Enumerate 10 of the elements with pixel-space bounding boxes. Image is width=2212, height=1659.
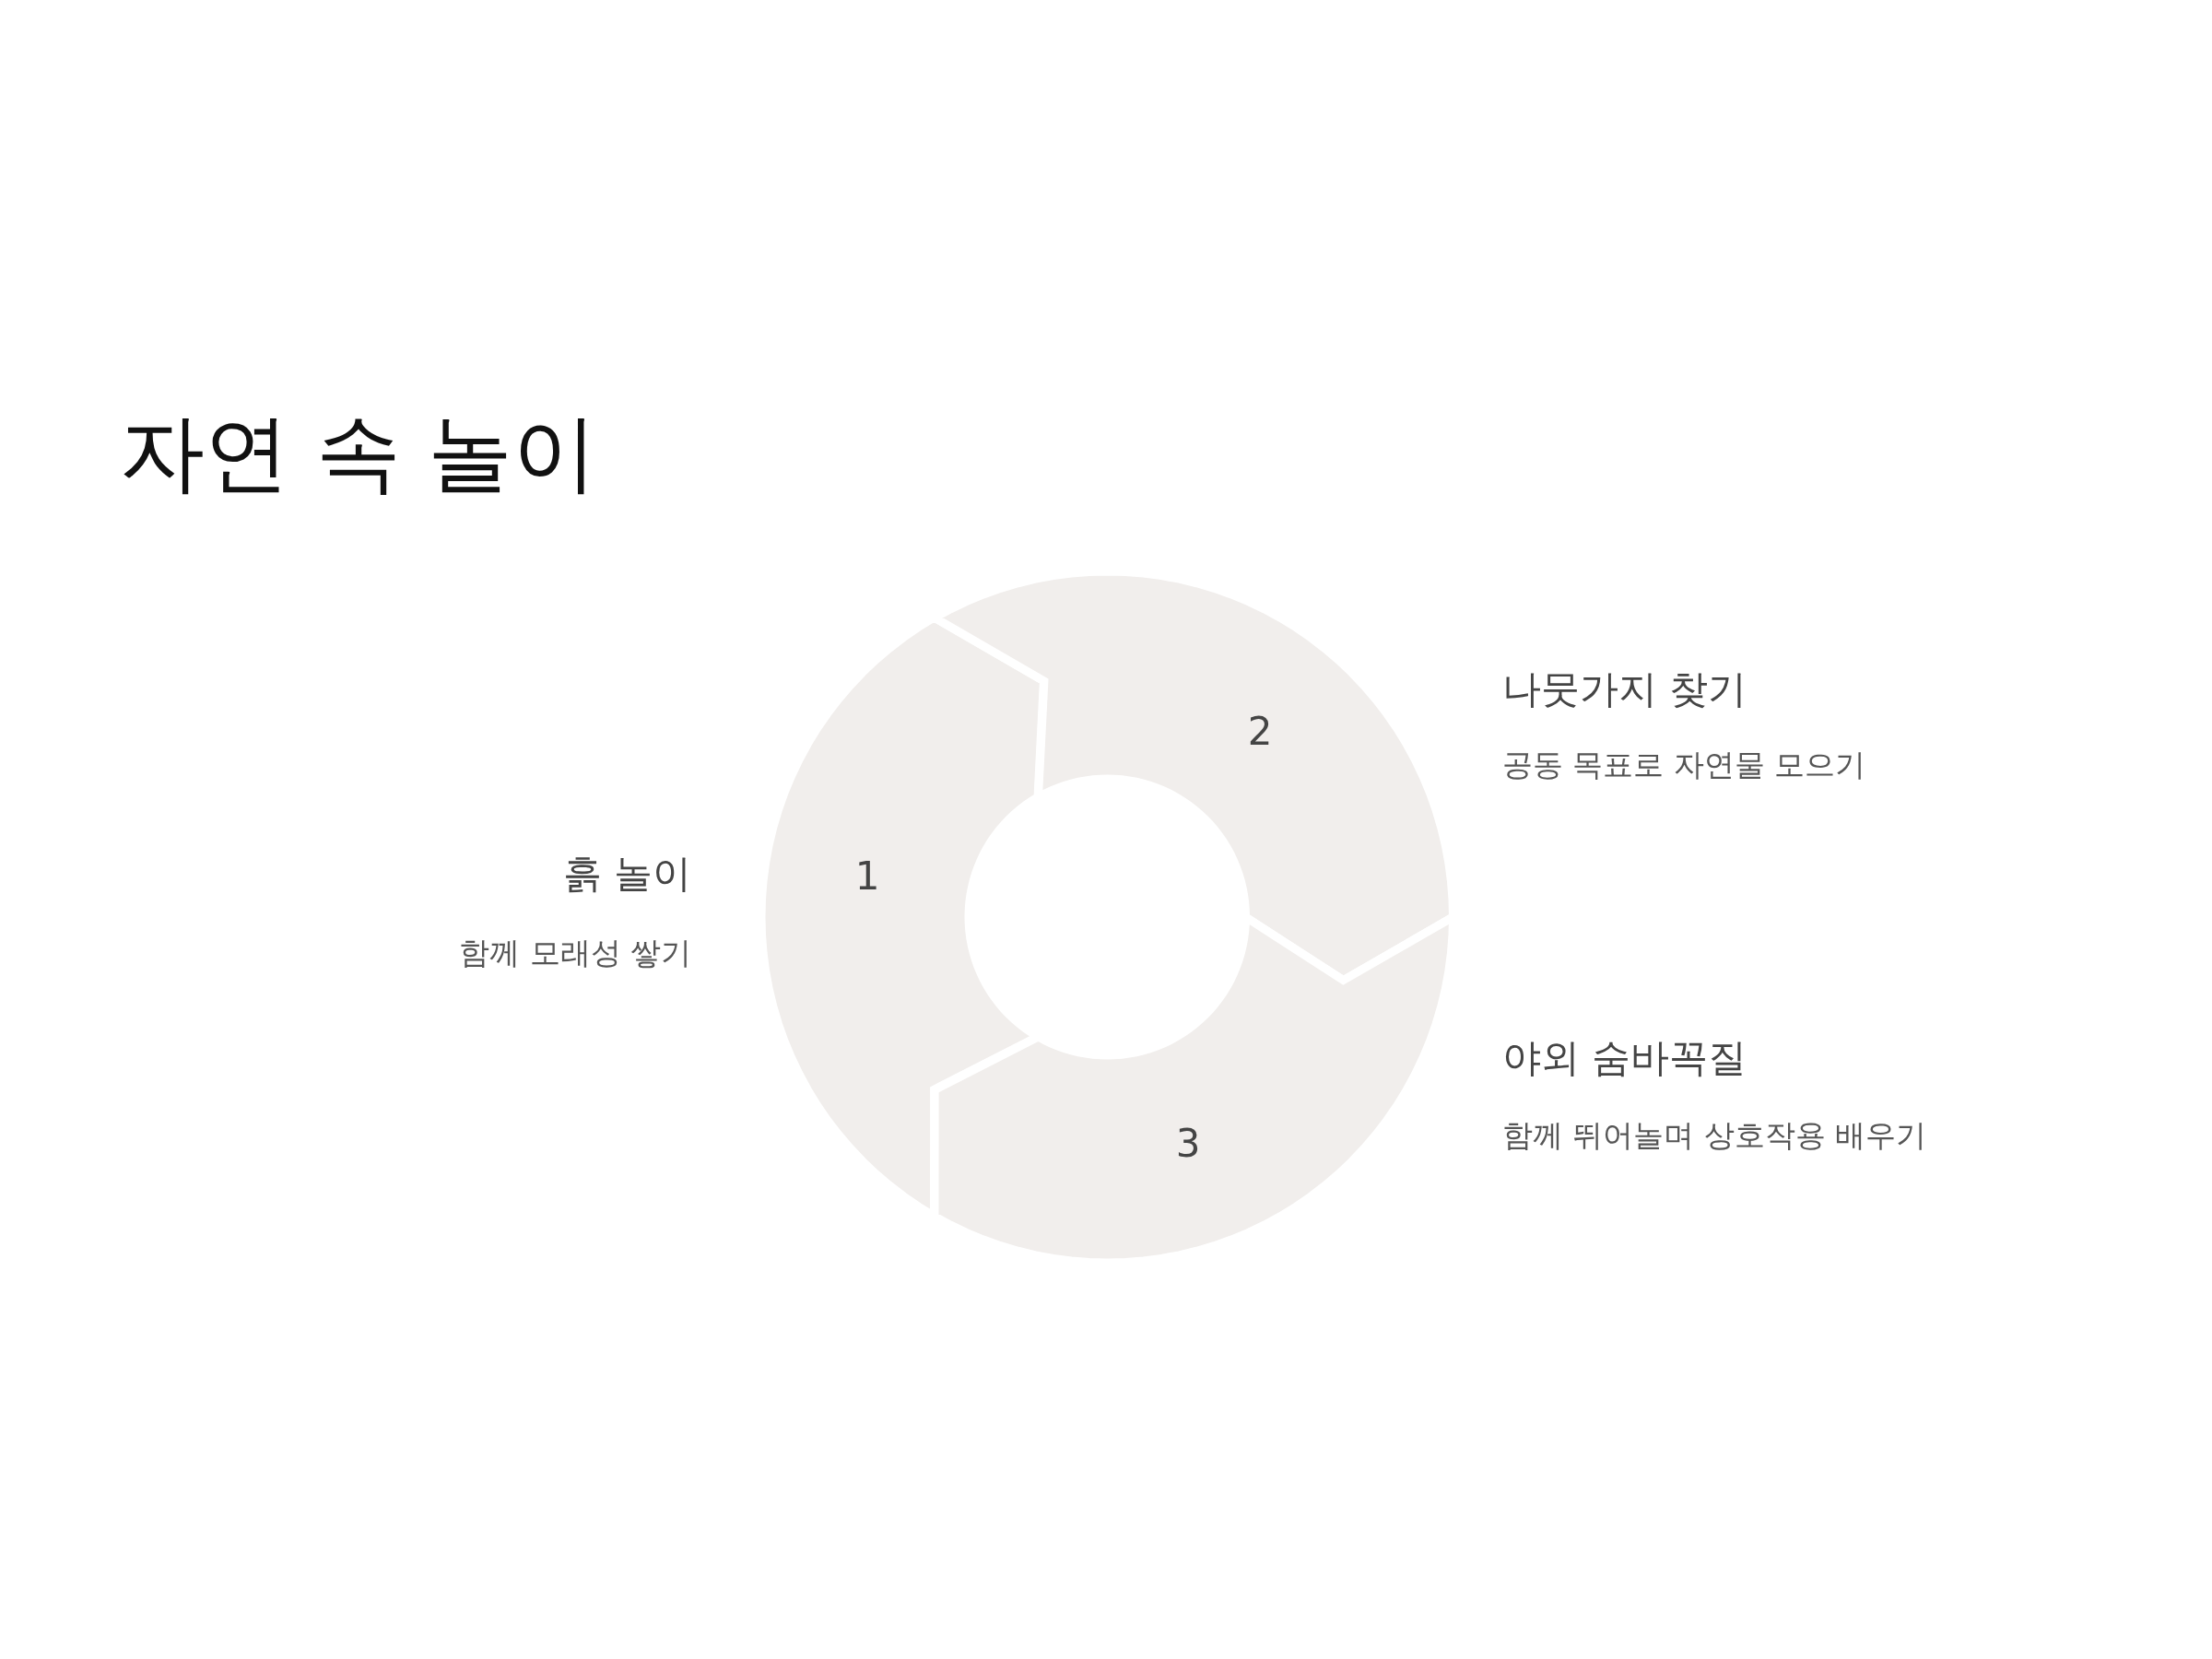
step-description: 함께 모래성 쌓기 xyxy=(459,934,691,972)
step-number: 2 xyxy=(1247,708,1273,754)
step-description: 함께 뛰어놀며 상호작용 배우기 xyxy=(1502,1116,1927,1155)
step-description: 공동 목표로 자연물 모으기 xyxy=(1502,746,1866,784)
step-number: 3 xyxy=(1175,1120,1201,1166)
step-number: 1 xyxy=(854,853,880,899)
step-heading: 야외 숨바꼭질 xyxy=(1502,1034,1747,1082)
step-heading: 흙 놀이 xyxy=(562,850,691,898)
step-heading: 나뭇가지 찾기 xyxy=(1502,665,1747,713)
title: 자연 속 놀이 xyxy=(120,403,598,504)
